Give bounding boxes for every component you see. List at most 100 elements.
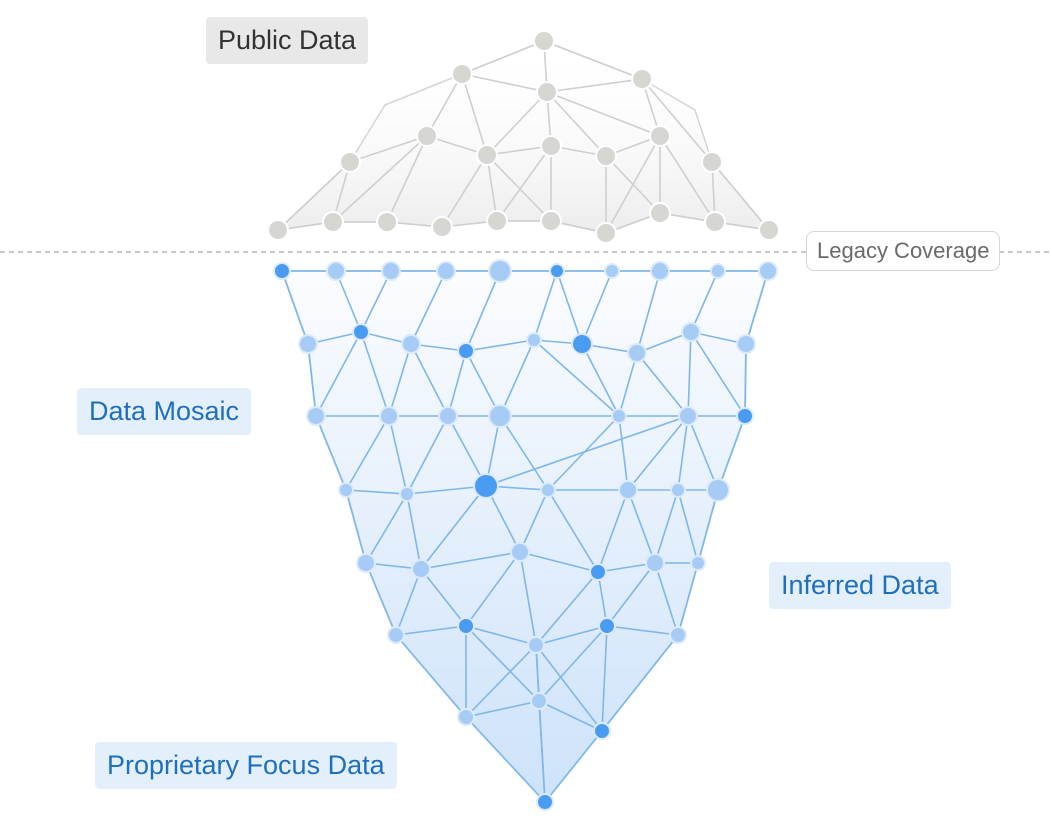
public-data-edge <box>605 135 661 234</box>
inferred-data-node <box>650 261 670 281</box>
inferred-data-edge <box>519 551 537 646</box>
inferred-data-edge <box>465 350 501 417</box>
public-data-node <box>476 144 498 166</box>
inferred-data-node <box>457 617 475 635</box>
public-data-node <box>486 210 508 232</box>
inferred-data-node <box>399 486 415 502</box>
inferred-data-edge <box>465 339 535 352</box>
public-data-node <box>339 151 361 173</box>
inferred-data-edge <box>690 270 719 333</box>
inferred-data-edge <box>420 568 467 627</box>
inferred-data-node <box>326 261 346 281</box>
inferred-data-edge <box>687 331 692 417</box>
inferred-data-edge <box>465 700 540 718</box>
inferred-data-edge <box>677 489 699 564</box>
public-data-node <box>701 151 723 173</box>
inferred-data-edge <box>499 339 535 417</box>
public-data-edge <box>546 91 607 157</box>
inferred-data-edge <box>447 350 467 417</box>
public-data-edge <box>486 154 552 222</box>
public-data-edge <box>496 145 552 222</box>
inferred-data-edge <box>654 562 679 636</box>
public-data-node <box>536 81 558 103</box>
inferred-data-node <box>306 406 326 426</box>
public-data-edge <box>543 40 643 80</box>
inferred-data-edge <box>485 415 689 487</box>
public-data-node <box>704 211 726 233</box>
inferred-data-edge <box>535 644 546 803</box>
inferred-data-node <box>338 482 354 498</box>
inferred-data-edge <box>606 625 679 636</box>
inferred-data-node <box>411 559 431 579</box>
inferred-data-edge <box>618 415 629 491</box>
inferred-data-edge <box>519 489 549 553</box>
inferred-data-node <box>379 406 399 426</box>
inferred-data-node <box>611 408 627 424</box>
inferred-data-edge <box>677 562 699 636</box>
inferred-data-edge <box>538 625 608 702</box>
inferred-data-edge <box>636 352 689 417</box>
inferred-data-node <box>645 553 665 573</box>
inferred-data-node <box>530 692 548 710</box>
public-data-edge <box>461 73 488 156</box>
public-data-node <box>649 202 671 224</box>
inferred-data-edge <box>535 571 599 646</box>
inferred-data-node <box>681 322 701 342</box>
inferred-data-edge <box>597 571 608 627</box>
public-data-node <box>431 216 453 238</box>
inferred-data-node <box>540 482 556 498</box>
inferred-data-node <box>598 617 616 635</box>
public-data-node <box>540 135 562 157</box>
inferred-data-edge <box>410 270 447 345</box>
public-data-nodes <box>267 30 780 244</box>
inferred-data-node <box>457 708 475 726</box>
inferred-data-node <box>604 263 620 279</box>
inferred-data-edge <box>365 562 397 636</box>
inferred-data-edge <box>544 730 603 803</box>
inferred-data-nodes <box>273 259 778 811</box>
public-data-node <box>376 211 398 233</box>
public-data-edge <box>332 135 428 223</box>
inferred-data-edge <box>360 270 392 333</box>
inferred-data-node <box>438 406 458 426</box>
inferred-data-edge <box>687 415 719 491</box>
inferred-data-edge <box>744 343 747 417</box>
public-data-edge <box>711 161 770 231</box>
public-data-edge <box>546 91 661 137</box>
inferred-data-node <box>457 342 475 360</box>
inferred-data-edge <box>465 551 521 627</box>
public-data-edge <box>659 135 716 223</box>
inferred-data-edge <box>420 485 487 570</box>
inferred-data-edge <box>345 489 408 495</box>
inferred-data-edge <box>601 625 608 732</box>
inferred-data-edge <box>406 485 487 495</box>
inferred-data-edge <box>365 493 408 564</box>
inferred-data-edge <box>388 343 412 417</box>
inferred-data-node <box>618 480 638 500</box>
inferred-data-edge <box>535 625 608 646</box>
inferred-data-edge <box>533 270 558 341</box>
inferred-data-label: Inferred Data <box>769 562 951 609</box>
inferred-data-node <box>488 259 512 283</box>
public-data-edge <box>349 135 428 163</box>
inferred-data-edge <box>281 270 309 345</box>
inferred-data-edge <box>388 415 408 495</box>
inferred-data-node <box>527 636 545 654</box>
public-data-edge <box>486 91 548 156</box>
inferred-data-edge <box>533 339 620 417</box>
public-data-node <box>631 68 653 90</box>
inferred-data-edge <box>597 489 629 573</box>
inferred-data-edge <box>335 270 362 333</box>
inferred-data-node <box>571 333 593 355</box>
inferred-data-edge <box>581 270 613 345</box>
public-data-edge <box>461 73 548 93</box>
inferred-data-edge <box>717 415 746 491</box>
inferred-data-edge <box>745 270 769 345</box>
proprietary-focus-data-label: Proprietary Focus Data <box>95 742 397 789</box>
inferred-data-edge <box>627 489 656 564</box>
inferred-data-node <box>473 473 499 499</box>
inferred-data-node <box>356 553 376 573</box>
public-data-edge <box>277 161 351 231</box>
public-data-edge <box>486 154 498 222</box>
